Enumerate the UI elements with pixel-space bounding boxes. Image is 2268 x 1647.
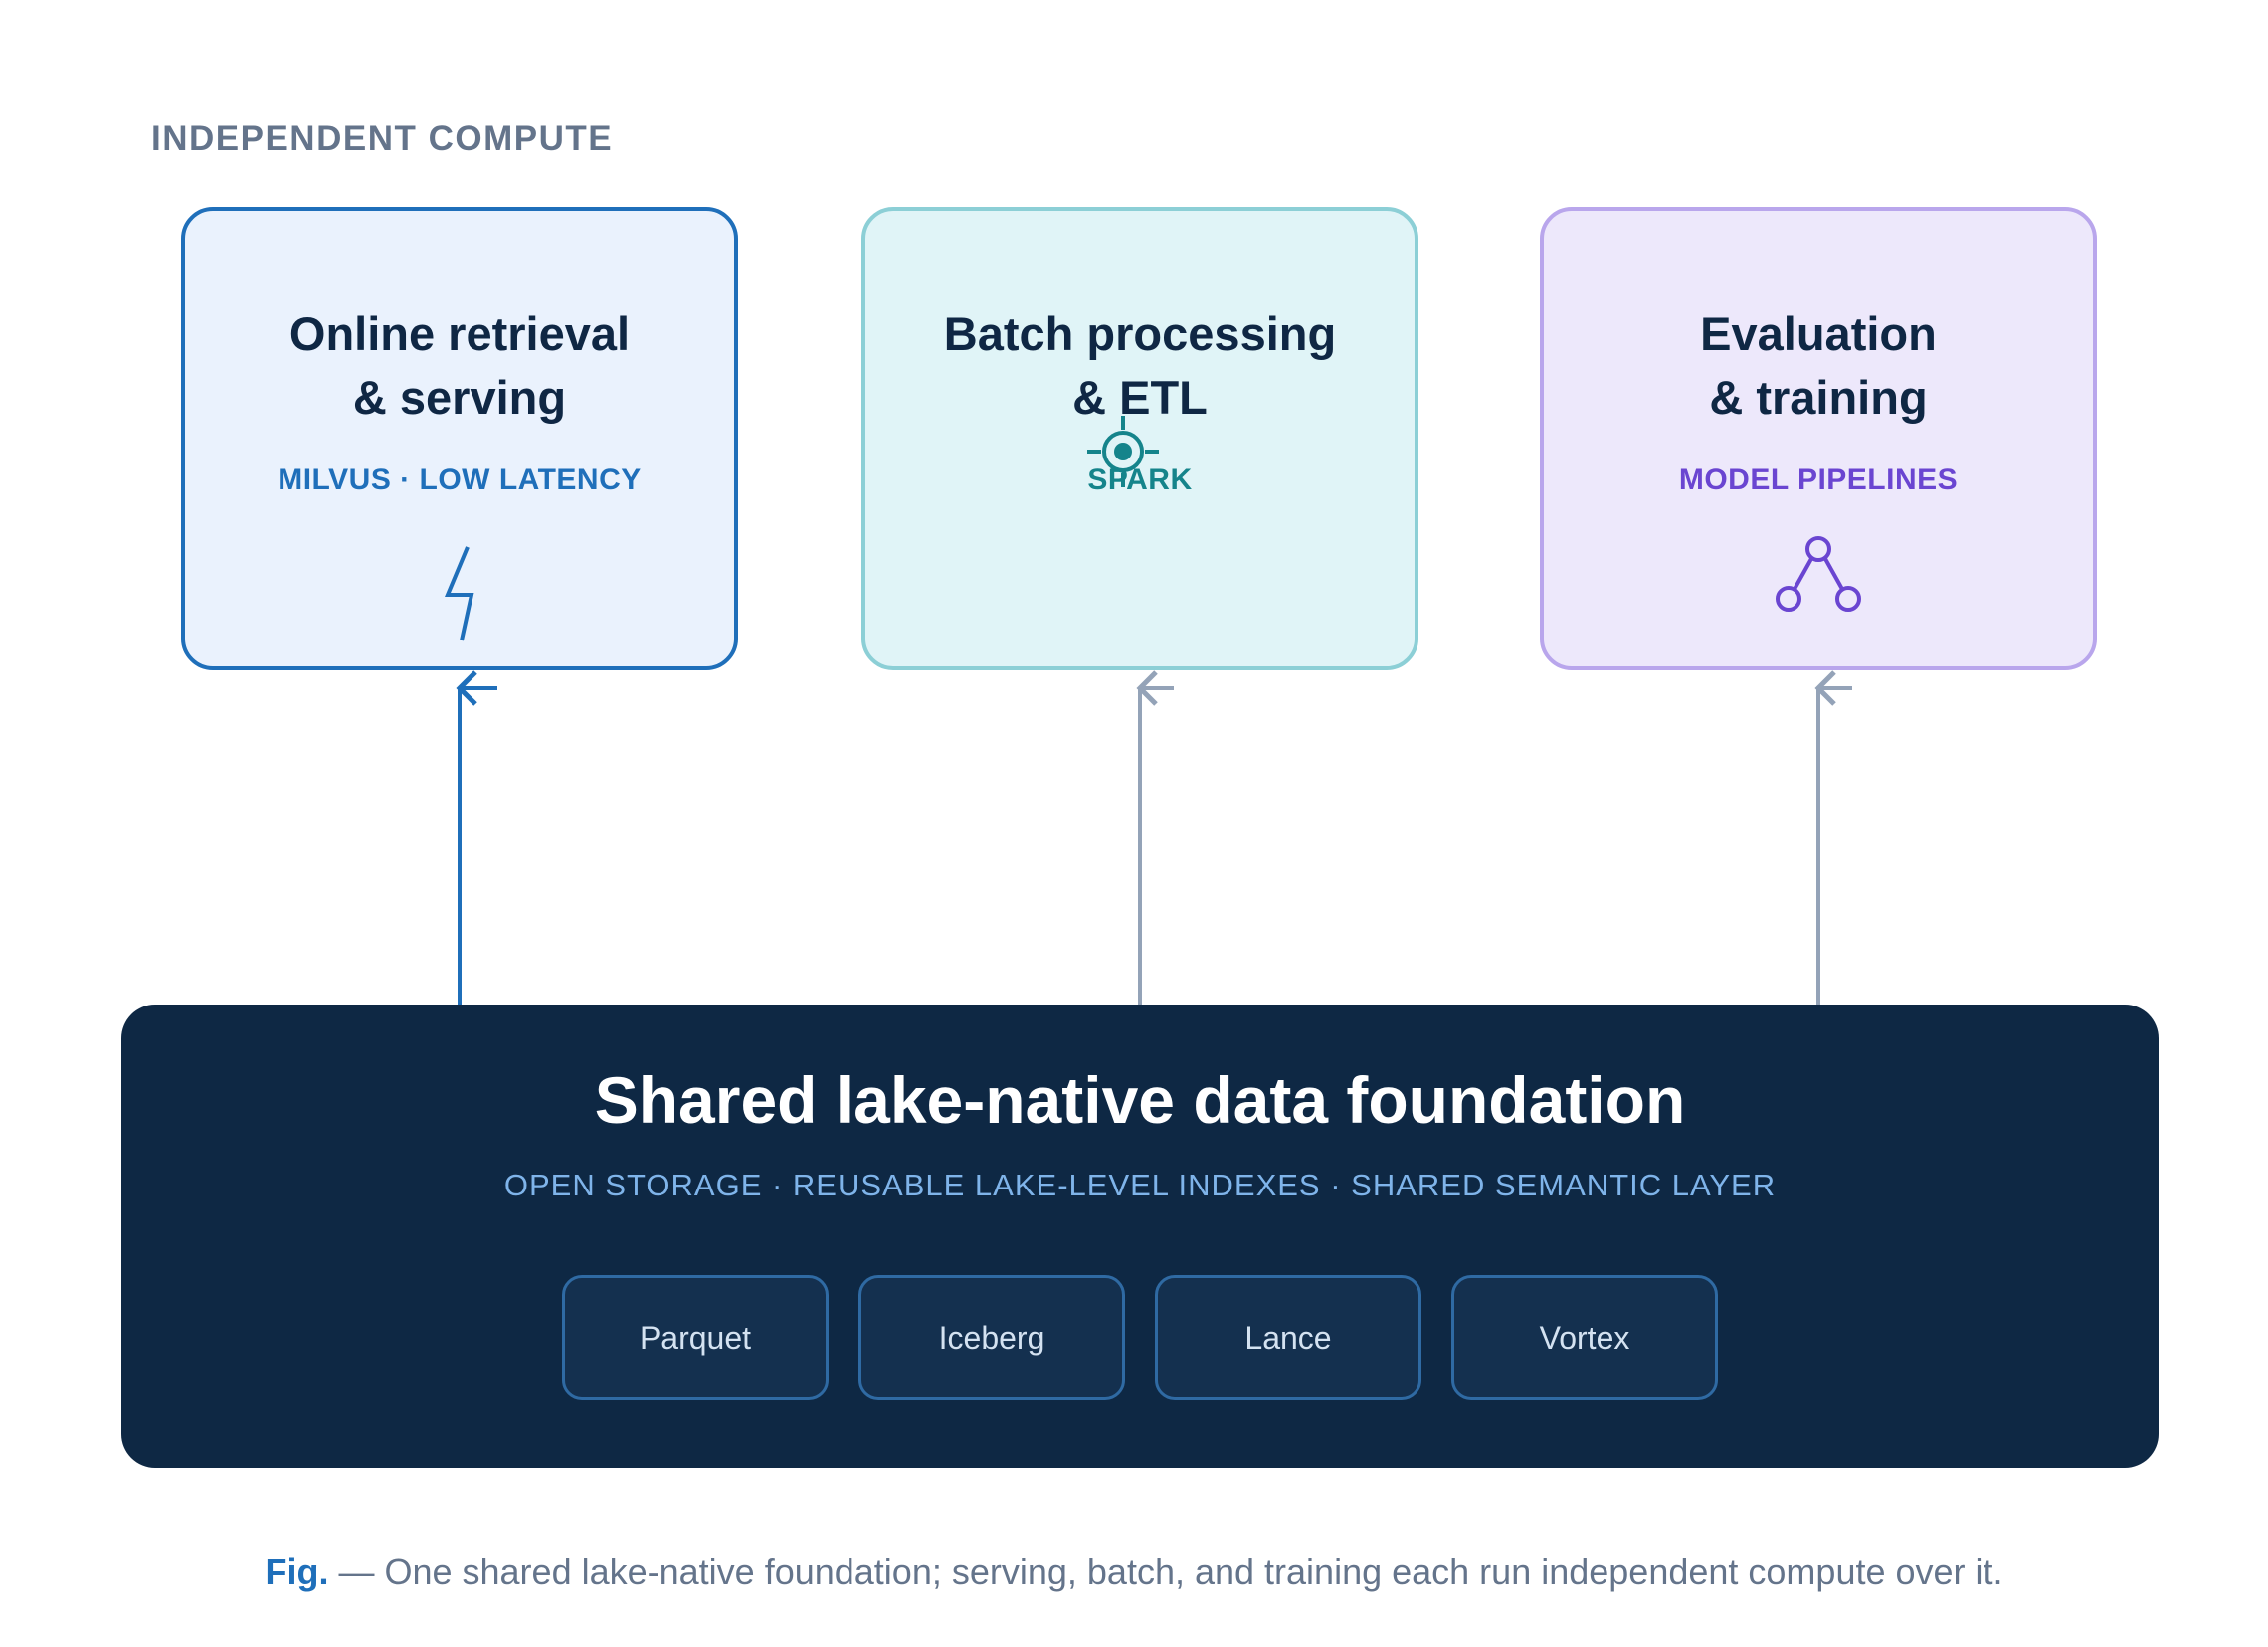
box-title-line-2: & training [1709, 371, 1928, 424]
box-subtitle: SPARK [1087, 463, 1193, 496]
box-title-line-2: & ETL [1072, 371, 1208, 424]
box-subtitle: MODEL PIPELINES [1678, 463, 1959, 496]
box-title-line-2: & serving [352, 371, 567, 424]
format-chip-parquet: Parquet [562, 1275, 829, 1400]
figure-caption: Fig. — One shared lake-native foundation… [0, 1552, 2268, 1593]
box-title-line-1: Online retrieval [288, 307, 631, 360]
target-crosshair-icon [1087, 416, 1160, 487]
box-title: Evaluation & training [1544, 302, 2093, 430]
caption-text: — One shared lake-native foundation; ser… [338, 1552, 2003, 1592]
data-foundation-panel: Shared lake-native data foundation OPEN … [121, 1005, 2159, 1468]
caption-prefix: Fig. [265, 1552, 329, 1592]
foundation-subtitle: OPEN STORAGE · REUSABLE LAKE-LEVEL INDEX… [503, 1168, 1777, 1202]
compute-box-online-retrieval: Online retrieval & serving MILVUS · LOW … [181, 207, 738, 670]
box-title-line-1: Evaluation [1700, 307, 1937, 360]
box-title: Batch processing & ETL [865, 302, 1415, 430]
lightning-bolt-icon [445, 546, 474, 641]
box-subtitle: MILVUS · LOW LATENCY [278, 463, 642, 496]
format-chip-vortex: Vortex [1451, 1275, 1718, 1400]
box-title-line-1: Batch processing [943, 307, 1337, 360]
arrow-to-batch-processing [1136, 670, 1174, 1005]
foundation-title: Shared lake-native data foundation [594, 1063, 1686, 1137]
compute-box-batch-processing: Batch processing & ETL SPARK [861, 207, 1418, 670]
compute-box-evaluation-training: Evaluation & training MODEL PIPELINES [1540, 207, 2097, 670]
section-label: INDEPENDENT COMPUTE [151, 119, 614, 158]
format-list: Parquet Iceberg Lance Vortex [121, 1275, 2159, 1400]
arrow-to-evaluation-training [1814, 670, 1852, 1005]
pipeline-graph-icon [1776, 536, 1861, 612]
arrow-to-online-retrieval [456, 670, 497, 1005]
format-chip-lance: Lance [1155, 1275, 1421, 1400]
format-chip-iceberg: Iceberg [858, 1275, 1125, 1400]
box-title: Online retrieval & serving [185, 302, 734, 430]
